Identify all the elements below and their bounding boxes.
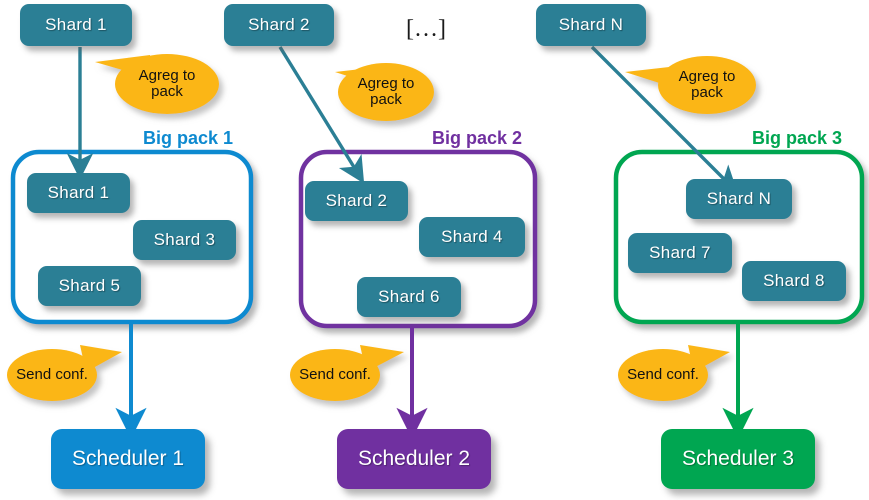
top-shard-2[interactable]: Shard 2 (224, 4, 334, 46)
agreg-callout-1 (95, 54, 219, 114)
ellipsis-marker: […] (406, 16, 446, 42)
pack3-shard-3-label: Shard 8 (763, 271, 825, 290)
send-callout-1 (7, 345, 122, 401)
pack1-shard-1[interactable]: Shard 1 (27, 173, 130, 213)
agreg-arrow-2 (278, 46, 365, 184)
scheduler-3[interactable]: Scheduler 3 (661, 429, 815, 489)
pack-title-2: Big pack 2 (432, 128, 523, 148)
agreg-callout-2-label: Agreg to pack (357, 75, 415, 108)
agreg-arrow-3 (590, 45, 738, 193)
pack2-shard-3[interactable]: Shard 6 (357, 277, 461, 317)
scheduler-3-label: Scheduler 3 (681, 447, 795, 470)
pack-title-3: Big pack 3 (752, 128, 843, 148)
agreg-callout-3 (625, 56, 756, 114)
top-shard-1-label: Shard 1 (45, 15, 107, 34)
agreg-callout-3-text-wrap: Agreg to pack (658, 56, 756, 114)
send-callout-3-text-wrap: Send conf. (618, 362, 708, 388)
pack2-shard-2[interactable]: Shard 4 (419, 217, 525, 257)
pack3-shard-2-label: Shard 7 (649, 243, 711, 262)
scheduler-1-label: Scheduler 1 (71, 447, 185, 470)
agreg-callout-3-label: Agreg to pack (678, 68, 736, 101)
pack2-shard-2-label: Shard 4 (441, 227, 503, 246)
pack3-shard-1-label: Shard N (706, 189, 772, 208)
top-shard-2-label: Shard 2 (248, 15, 310, 34)
top-shard-3-label: Shard N (558, 15, 624, 34)
send-callout-1-text-wrap: Send conf. (7, 362, 97, 388)
pack2-shard-1-label: Shard 2 (325, 191, 388, 210)
send-callout-3-label: Send conf. (627, 366, 699, 384)
agreg-callout-2 (335, 63, 434, 121)
top-shard-1[interactable]: Shard 1 (20, 4, 132, 46)
pack1-shard-1-label: Shard 1 (47, 183, 110, 202)
scheduler-2-label: Scheduler 2 (357, 447, 471, 470)
send-callout-2-text-wrap: Send conf. (290, 362, 380, 388)
send-callout-2 (290, 345, 404, 401)
agreg-callout-1-text-wrap: Agreg to pack (115, 54, 219, 114)
pack-title-1: Big pack 1 (143, 128, 234, 148)
pack3-shard-1[interactable]: Shard N (686, 179, 792, 219)
scheduler-2[interactable]: Scheduler 2 (337, 429, 491, 489)
pack1-shard-2-label: Shard 3 (153, 230, 216, 249)
pack1-shard-3[interactable]: Shard 5 (38, 266, 141, 306)
pack3-shard-2[interactable]: Shard 7 (628, 233, 732, 273)
top-shard-3[interactable]: Shard N (536, 4, 646, 46)
send-callout-2-label: Send conf. (299, 366, 371, 384)
agreg-callout-1-label: Agreg to pack (138, 67, 196, 100)
send-callout-3 (618, 345, 730, 401)
send-callout-1-label: Send conf. (16, 366, 88, 384)
scheduler-1[interactable]: Scheduler 1 (51, 429, 205, 489)
pack1-shard-3-label: Shard 5 (58, 276, 121, 295)
agreg-callout-2-text-wrap: Agreg to pack (338, 63, 434, 121)
pack2-shard-3-label: Shard 6 (378, 287, 440, 306)
pack1-shard-2[interactable]: Shard 3 (133, 220, 236, 260)
pack3-shard-3[interactable]: Shard 8 (742, 261, 846, 301)
pack2-shard-1[interactable]: Shard 2 (305, 181, 408, 221)
